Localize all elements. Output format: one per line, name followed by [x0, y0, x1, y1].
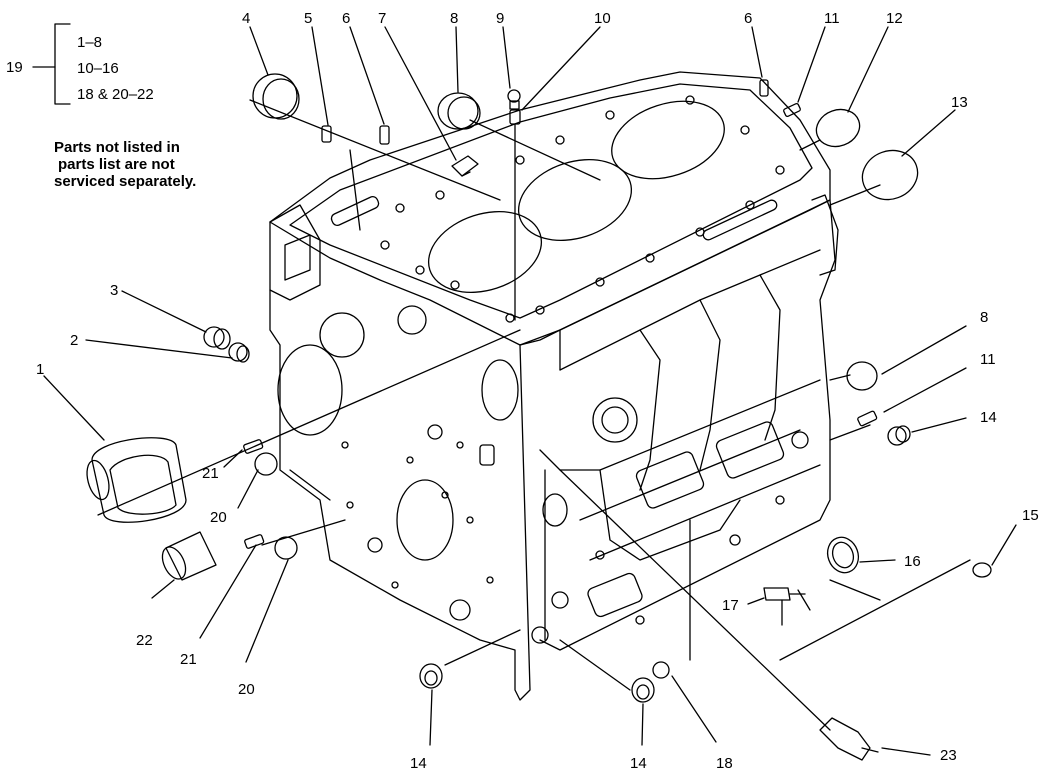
part-8-cap-top	[437, 92, 481, 130]
callout-21b: 21	[180, 651, 197, 668]
part-13-plug	[861, 149, 919, 201]
part-17-drain-cock	[763, 587, 811, 626]
callout-8b: 8	[980, 309, 988, 326]
callout-10: 10	[594, 10, 611, 27]
part-8-cap-side	[846, 361, 878, 391]
callout-14c: 14	[630, 755, 647, 772]
part-9-plug	[507, 89, 521, 110]
callout-14b: 14	[410, 755, 427, 772]
callout-14a: 14	[980, 409, 997, 426]
part-22-bushing	[161, 531, 217, 581]
assembly-lines	[97, 99, 971, 731]
group-number: 19	[6, 59, 23, 76]
service-note-line-2: parts list are not	[58, 156, 175, 173]
callout-3: 3	[110, 282, 118, 299]
part-4-cap	[252, 73, 300, 120]
callout-4: 4	[242, 10, 250, 27]
part-23-sensor	[819, 717, 879, 761]
callout-8: 8	[450, 10, 458, 27]
callout-labels: 1 2 3 4 5 6 7 8 9 10 6 11 12 13 8 11 14 …	[36, 10, 1039, 772]
part-15-plug	[972, 562, 992, 578]
callout-1: 1	[36, 361, 44, 378]
callout-11: 11	[824, 10, 840, 27]
callout-9: 9	[496, 10, 504, 27]
group-bracket	[32, 23, 71, 105]
callout-20b: 20	[238, 681, 255, 698]
part-21-pin-lower	[244, 534, 265, 549]
callout-2: 2	[70, 332, 78, 349]
service-note: Parts not listed in parts list are not s…	[54, 139, 274, 190]
callout-22: 22	[136, 632, 153, 649]
part-7-fitting	[451, 155, 479, 177]
part-11-dowel-side	[857, 410, 878, 427]
callout-12: 12	[886, 10, 903, 27]
part-14-plug-bottom-left	[419, 663, 443, 689]
group-item-2: 10–16	[77, 60, 119, 77]
group-item-3: 18 & 20–22	[77, 86, 154, 103]
part-14-plug-right	[887, 425, 911, 446]
callout-13: 13	[951, 94, 968, 111]
part-16-seal	[826, 536, 860, 574]
callout-17: 17	[722, 597, 739, 614]
group-item-1: 1–8	[77, 34, 103, 51]
part-20-cap-lower	[274, 536, 298, 560]
cylinder-block	[269, 71, 839, 701]
callout-15: 15	[1022, 507, 1039, 524]
callout-20a: 20	[210, 509, 227, 526]
service-note-line-1: Parts not listed in	[54, 139, 180, 156]
callout-11b: 11	[980, 351, 996, 368]
part-11-dowel-top	[783, 103, 801, 117]
part-5-dowel	[321, 125, 332, 143]
part-12-plug	[815, 108, 861, 148]
callout-7: 7	[378, 10, 386, 27]
callout-16: 16	[904, 553, 921, 570]
callout-18: 18	[716, 755, 733, 772]
part-6-pin	[379, 125, 390, 145]
part-14-plug-bottom-mid	[631, 677, 655, 703]
callout-6b: 6	[744, 10, 752, 27]
callout-5: 5	[304, 10, 312, 27]
callout-21a: 21	[202, 465, 219, 482]
callout-leaders	[43, 26, 1017, 756]
part-6-pin-right	[759, 79, 769, 97]
part-1-oil-seal	[86, 437, 187, 523]
part-20-cap-upper	[254, 452, 278, 476]
callout-23: 23	[940, 747, 957, 764]
callout-6: 6	[342, 10, 350, 27]
part-18-plug	[652, 661, 670, 679]
service-note-line-3: serviced separately.	[54, 173, 197, 190]
part-2-plug	[228, 342, 250, 363]
part-3-plug	[203, 326, 231, 350]
